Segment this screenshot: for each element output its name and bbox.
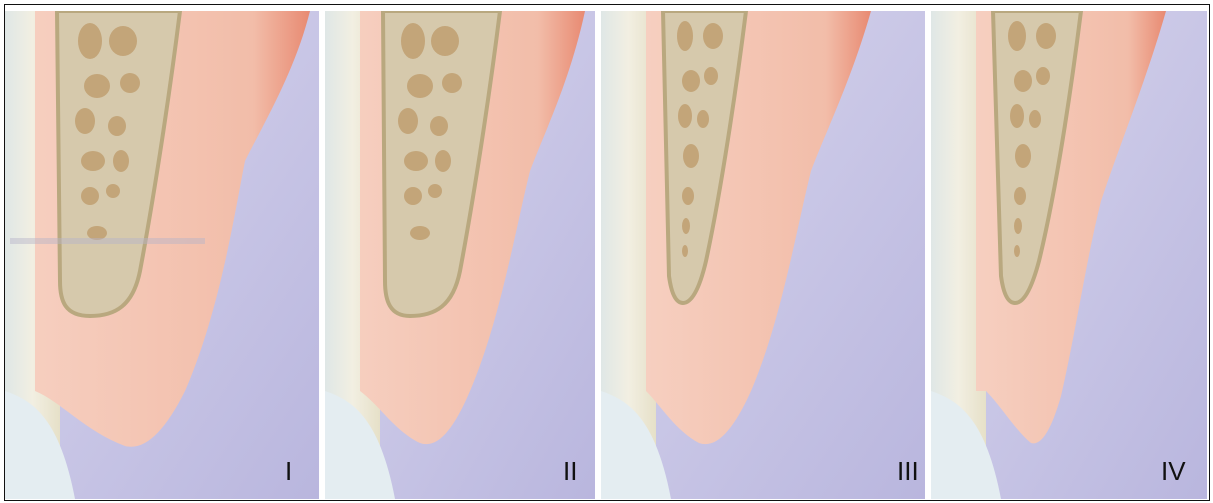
panel-iv: IV bbox=[931, 11, 1207, 499]
panel-label-iv: IV bbox=[1161, 456, 1186, 487]
panel-iv-illustration bbox=[931, 11, 1207, 499]
panel-label-i: I bbox=[285, 456, 292, 487]
panel-i-illustration bbox=[5, 11, 319, 499]
panel-ii: II bbox=[325, 11, 595, 499]
panel-label-iii: III bbox=[897, 456, 919, 487]
panel-iii-illustration bbox=[601, 11, 925, 499]
figure-frame: I II bbox=[4, 4, 1210, 501]
panel-i: I bbox=[5, 11, 319, 499]
panel-label-ii: II bbox=[563, 456, 577, 487]
panel-ii-illustration bbox=[325, 11, 595, 499]
panel-iii: III bbox=[601, 11, 925, 499]
